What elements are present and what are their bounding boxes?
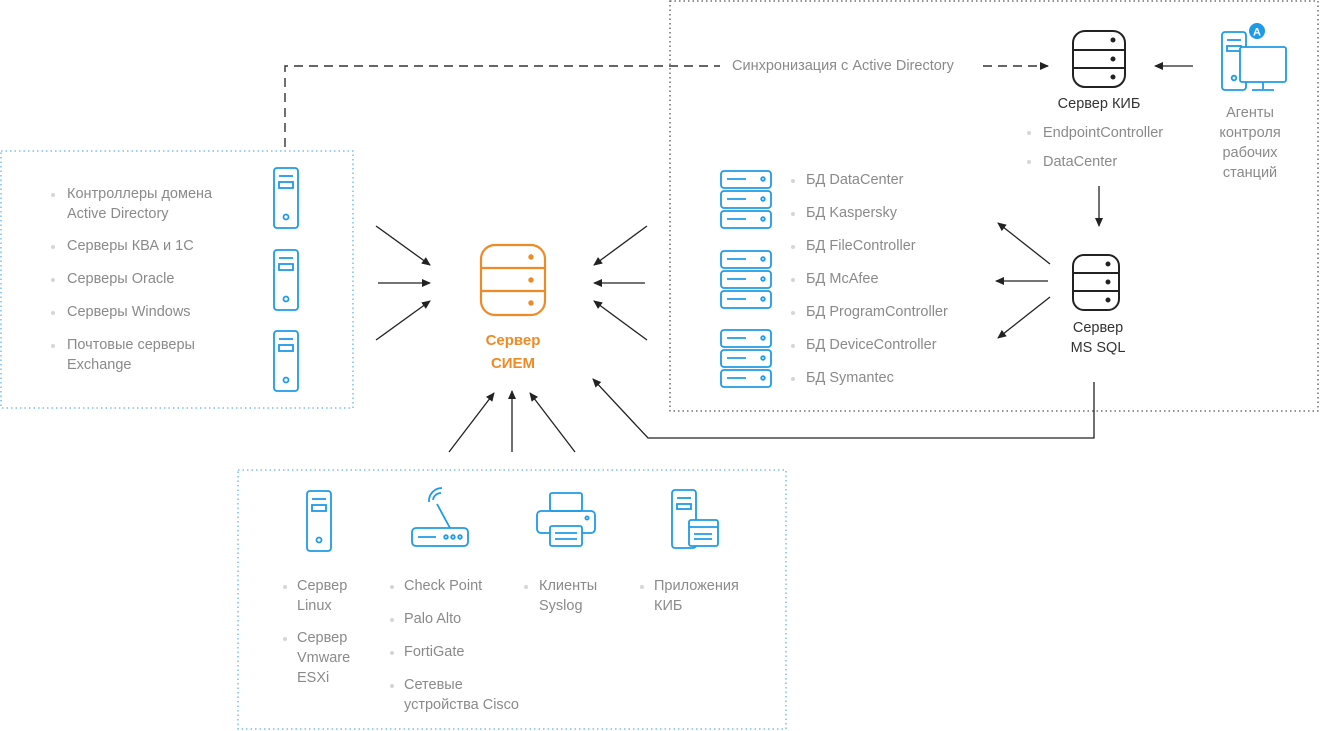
server-tower-icon: [273, 330, 299, 392]
server-tower-icon: [273, 167, 299, 229]
arrow-bottom-3: [529, 392, 576, 453]
arrow-right-1: [593, 225, 648, 266]
bullet-dot: [791, 377, 795, 381]
app-server-icon: [671, 489, 719, 549]
db-item: БД ProgramController: [806, 304, 948, 320]
server-tower-icon: [273, 249, 299, 311]
left-item: Exchange: [67, 357, 132, 373]
right-group-frame: [669, 0, 1319, 412]
bottom-col1-line: Сервер: [297, 578, 348, 594]
bullet-dot: [51, 278, 55, 282]
agents-label-line: станций: [1222, 165, 1278, 181]
bullet-dot: [390, 618, 394, 622]
mssql-database-icon: [1072, 254, 1120, 311]
left-item: Серверы КВА и 1С: [67, 238, 194, 254]
bullet-dot: [1027, 131, 1031, 135]
agents-label-line: контроля: [1219, 125, 1281, 141]
bullet-dot: [791, 344, 795, 348]
left-item: Серверы Oracle: [67, 271, 175, 287]
kib-database-icon: [1072, 30, 1126, 88]
bottom-col3-line: Клиенты: [539, 578, 598, 594]
bullet-dot: [390, 585, 394, 589]
arrow-left-1: [375, 225, 431, 266]
bottom-col4-line: КИБ: [654, 598, 683, 614]
bullet-dot: [390, 684, 394, 688]
siem-database-icon: [479, 243, 547, 317]
arrow-right-3: [593, 300, 648, 341]
left-item: Контроллеры домена: [67, 186, 213, 202]
bullet-dot: [791, 245, 795, 249]
left-item: Серверы Windows: [67, 304, 191, 320]
mssql-to-siem-line: [592, 378, 1095, 439]
bullet-dot: [791, 278, 795, 282]
sync-dashed-line: [284, 65, 720, 147]
bullet-dot: [51, 245, 55, 249]
arrow-left-3: [375, 300, 431, 341]
kib-item: DataCenter: [1043, 154, 1118, 170]
db-rack-icon: [720, 250, 772, 309]
bottom-col4-line: Приложения: [654, 578, 739, 594]
bottom-col2-line: Check Point: [404, 578, 483, 594]
bullet-dot: [791, 311, 795, 315]
siem-label-line1: Сервер: [485, 332, 541, 349]
agents-label-line: рабочих: [1222, 145, 1278, 161]
db-item: БД Kaspersky: [806, 205, 898, 221]
db-item: БД DataCenter: [806, 172, 904, 188]
bullet-dot: [283, 637, 287, 641]
left-group-frame: [0, 150, 354, 409]
svg-text:A: A: [1253, 27, 1261, 39]
mssql-label-line1: Сервер: [1072, 320, 1124, 336]
bottom-col2-line: устройства Cisco: [404, 697, 519, 713]
bottom-col2-line: FortiGate: [404, 644, 465, 660]
bottom-group-frame: [237, 469, 787, 730]
sync-label: Синхронизация с Active Directory: [730, 57, 956, 76]
arrow-bottom-1: [448, 392, 495, 453]
server-tower-icon: [306, 490, 332, 552]
bottom-col1-line: ESXi: [297, 670, 330, 686]
bottom-col1-line: Vmware: [297, 650, 351, 666]
router-icon: [411, 487, 469, 547]
db-item: БД FileController: [806, 238, 916, 254]
mssql-label-line2: MS SQL: [1070, 340, 1126, 356]
agents-label-line: Агенты: [1226, 105, 1274, 121]
bullet-dot: [524, 585, 528, 589]
bottom-col3-line: Syslog: [539, 598, 583, 614]
bottom-col2-line: Сетевые: [404, 677, 463, 693]
db-rack-icon: [720, 329, 772, 388]
kib-item: EndpointController: [1043, 125, 1164, 141]
bullet-dot: [51, 311, 55, 315]
bullet-dot: [390, 651, 394, 655]
bullet-dot: [640, 585, 644, 589]
kib-server-label: Сервер КИБ: [1057, 96, 1141, 112]
agent-badge: A: [1249, 23, 1265, 39]
db-item: БД Symantec: [806, 370, 894, 386]
bullet-dot: [791, 179, 795, 183]
printer-icon: [536, 492, 596, 547]
bullet-dot: [283, 585, 287, 589]
left-item: Active Directory: [67, 206, 169, 222]
bullet-dot: [51, 344, 55, 348]
bullet-dot: [791, 212, 795, 216]
arrow-mssql-to-db3: [997, 296, 1051, 339]
bottom-col1-line: Linux: [297, 598, 332, 614]
arrow-mssql-to-db1: [997, 222, 1051, 265]
db-rack-icon: [720, 170, 772, 229]
db-item: БД DeviceController: [806, 337, 937, 353]
workstation-agent-icon: [1221, 31, 1287, 91]
db-item: БД McAfee: [806, 271, 879, 287]
bottom-col2-line: Palo Alto: [404, 611, 462, 627]
bullet-dot: [1027, 160, 1031, 164]
left-item: Почтовые серверы: [67, 337, 195, 353]
bullet-dot: [51, 193, 55, 197]
siem-label-line2: СИЕМ: [490, 355, 536, 372]
bottom-col1-line: Сервер: [297, 630, 348, 646]
